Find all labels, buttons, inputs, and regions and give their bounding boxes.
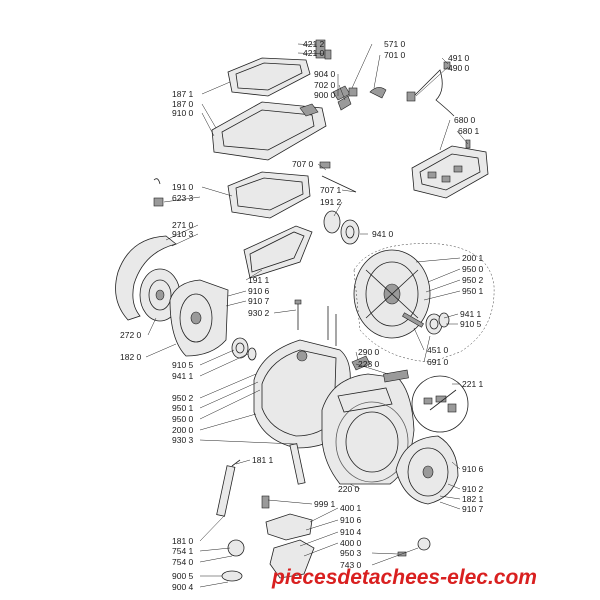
part-label-910-5-l: 910 5 [172,360,194,370]
part-label-999-1: 999 1 [314,499,336,509]
heater-part [351,355,409,383]
top-small-parts [315,39,387,111]
part-label-950-0-r: 950 0 [462,264,484,274]
part-label-941-0: 941 0 [372,229,394,239]
part-label-421-2: 421 2 [303,39,325,49]
part-label-272-0: 272 0 [120,330,142,340]
console-frame-part [211,101,327,161]
part-label-950-1-l: 950 1 [172,403,194,413]
part-label-220-0: 220 0 [338,484,360,494]
drum-part [321,373,415,485]
part-label-910-6-c: 910 6 [340,515,362,525]
part-label-691-0: 691 0 [427,357,449,367]
part-label-950-1-r: 950 1 [462,286,484,296]
part-label-743-0: 743 0 [340,560,362,570]
part-label-421-0: 421 0 [303,48,325,58]
shaft-part [294,299,337,346]
part-label-950-0-l: 950 0 [172,414,194,424]
part-label-950-2-l: 950 2 [172,393,194,403]
part-label-623-3: 623 3 [172,193,194,203]
part-label-950-3: 950 3 [340,548,362,558]
part-label-910-5-r: 910 5 [460,319,482,329]
part-label-223-0: 223 0 [358,359,380,369]
part-label-941-1-r: 941 1 [460,309,482,319]
part-label-910-0: 910 0 [172,108,194,118]
part-label-910-7-a: 910 7 [248,296,270,306]
leader-lines [145,43,469,588]
sensor-part [153,178,164,207]
part-label-400-0: 400 0 [340,538,362,548]
part-label-182-1: 182 1 [462,494,484,504]
part-label-900-4: 900 4 [172,582,194,592]
rod-part [319,161,357,193]
part-label-904-0: 904 0 [314,69,336,79]
part-label-941-1-l: 941 1 [172,371,194,381]
part-label-910-6-b: 910 6 [462,464,484,474]
part-label-187-1: 187 1 [172,89,194,99]
lid-part [227,57,311,97]
part-label-182-0: 182 0 [120,352,142,362]
right-bearing-part [402,312,450,335]
part-label-754-0: 754 0 [172,557,194,567]
shock-absorber-parts [216,443,306,517]
part-label-191-2: 191 2 [320,197,342,207]
part-label-930-2: 930 2 [248,308,270,318]
part-label-191-1: 191 1 [248,275,270,285]
tub-ring-part [227,171,311,219]
detail-circle [411,375,469,433]
part-label-290-0: 290 0 [358,347,380,357]
part-label-910-7-b: 910 7 [462,504,484,514]
part-label-187-0: 187 0 [172,99,194,109]
bottom-small-parts [397,537,431,557]
part-label-451-0: 451 0 [427,345,449,355]
control-module-part [411,139,489,199]
part-label-701-0: 701 0 [384,50,406,60]
part-label-680-1: 680 1 [458,126,480,136]
power-cord-part [406,61,455,117]
part-label-707-0: 707 0 [292,159,314,169]
part-label-221-1: 221 1 [462,379,484,389]
part-label-910-2: 910 2 [462,484,484,494]
part-label-900-5: 900 5 [172,571,194,581]
part-label-707-1: 707 1 [320,185,342,195]
left-bearing-part [231,337,257,361]
part-label-754-1: 754 1 [172,546,194,556]
part-label-181-0: 181 0 [172,536,194,546]
pulley-part [323,210,360,245]
part-label-910-3: 910 3 [172,229,194,239]
part-label-680-0: 680 0 [454,115,476,125]
part-label-950-2-r: 950 2 [462,275,484,285]
right-side-wall-part [353,249,431,339]
part-label-900-0-top: 900 0 [314,90,336,100]
part-label-930-3: 930 3 [172,435,194,445]
part-label-200-0: 200 0 [172,425,194,435]
left-side-wall-part [169,279,229,357]
part-label-491-0: 491 0 [448,53,470,63]
part-label-400-1: 400 1 [340,503,362,513]
drain-pump-part [221,495,315,582]
part-label-271-0: 271 0 [172,220,194,230]
drum-door-part [243,225,313,279]
part-label-181-1: 181 1 [252,455,274,465]
part-label-490-0: 490 0 [448,63,470,73]
part-label-910-4-a: 910 4 [340,527,362,537]
part-label-191-0: 191 0 [172,182,194,192]
part-label-910-6-a: 910 6 [248,286,270,296]
right-flange-part [395,435,459,505]
part-label-200-1: 200 1 [462,253,484,263]
part-label-702-0: 702 0 [314,80,336,90]
watermark: piecesdetachees-elec.com [272,566,537,589]
part-label-571-0: 571 0 [384,39,406,49]
